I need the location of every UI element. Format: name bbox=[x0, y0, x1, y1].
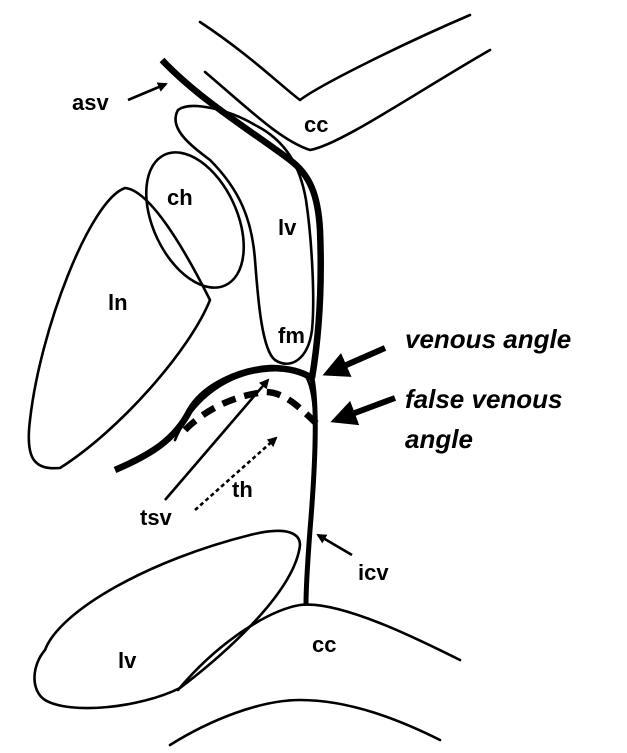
label-venous-angle: venous angle bbox=[405, 324, 571, 354]
label-false-venous-angle-line2: angle bbox=[405, 424, 473, 454]
label-asv: asv bbox=[72, 90, 109, 115]
label-icv: icv bbox=[358, 560, 389, 585]
label-false-venous-angle-line1: false venous bbox=[405, 384, 563, 414]
label-cc-bottom: cc bbox=[312, 632, 336, 657]
asv-pointer-arrow bbox=[128, 84, 166, 100]
label-lv-top: lv bbox=[278, 215, 297, 240]
corpus-callosum-top-lower-outline bbox=[205, 50, 490, 150]
label-cc-top: cc bbox=[304, 112, 328, 137]
choroid-outline bbox=[127, 137, 264, 303]
internal-cerebral-vein bbox=[306, 378, 315, 605]
false-venous-angle-arrow bbox=[336, 398, 395, 420]
label-tsv: tsv bbox=[140, 505, 173, 530]
label-fm: fm bbox=[278, 323, 305, 348]
corpus-callosum-bottom-lower-outline bbox=[170, 700, 440, 745]
venous-angle-arrow bbox=[328, 348, 385, 373]
label-lv-bottom: lv bbox=[118, 648, 137, 673]
icv-pointer-arrow bbox=[318, 535, 352, 555]
label-ch: ch bbox=[167, 185, 193, 210]
thalamostriate-vein bbox=[115, 368, 312, 470]
label-th: th bbox=[232, 477, 253, 502]
label-ln: ln bbox=[108, 290, 128, 315]
